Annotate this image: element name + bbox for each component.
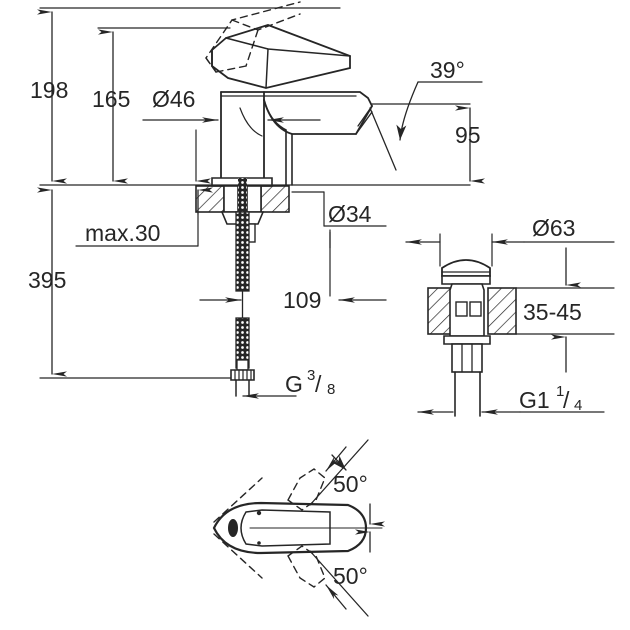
label-spout-diameter: Ø46: [152, 86, 195, 112]
label-total-below-deck: 395: [28, 267, 66, 293]
label-supply-thread-denominator: 8: [327, 381, 335, 398]
label-supply-thread-numerator: 3: [307, 367, 315, 384]
dimension-395: [37, 187, 231, 379]
lever-handle: [211, 24, 351, 89]
label-spout-angle: 39°: [430, 57, 465, 83]
pop-up-waste-assembly: [427, 259, 517, 417]
label-hose-length: 109: [283, 287, 321, 313]
label-drain-basin-thickness: 35-45: [523, 299, 582, 325]
label-drain-thread: G1 1 / 4: [519, 383, 582, 414]
dimension-109: [199, 231, 387, 303]
label-drain-thread-denominator: 4: [574, 397, 582, 414]
label-supply-thread: G 3 / 8: [285, 367, 335, 398]
label-swivel-angle-upper: 50°: [333, 471, 368, 497]
label-height-overall: 198: [30, 77, 68, 103]
plan-view-spout-swivel: [212, 439, 385, 617]
label-height-spout-top: 165: [92, 86, 130, 112]
fraction-slash-drain: /: [563, 387, 570, 413]
dimension-39deg: [369, 81, 483, 171]
flexible-supply-hose: [230, 211, 255, 397]
svg-text:G1: G1: [519, 387, 550, 413]
dimension-198: [37, 7, 341, 184]
dimension-95: [371, 103, 485, 184]
label-deck-thickness-max: max.30: [85, 220, 160, 246]
dimension-max30: [75, 187, 213, 247]
dimension-35-45: [515, 247, 615, 373]
dimension-d46: [142, 117, 321, 184]
dimension-165: [97, 27, 231, 184]
lever-handle-raised-ghost: [205, 1, 301, 73]
label-spout-projection-height: 95: [455, 122, 481, 148]
label-base-diameter: Ø34: [328, 201, 372, 227]
dimension-d63: [405, 233, 615, 267]
svg-text:G: G: [285, 371, 303, 397]
fraction-slash-supply: /: [315, 371, 322, 397]
label-drain-flange-diameter: Ø63: [532, 215, 575, 241]
label-swivel-angle-lower: 50°: [333, 563, 368, 589]
faucet-body-elevation: [205, 1, 373, 187]
label-drain-thread-numerator: 1: [556, 383, 564, 400]
